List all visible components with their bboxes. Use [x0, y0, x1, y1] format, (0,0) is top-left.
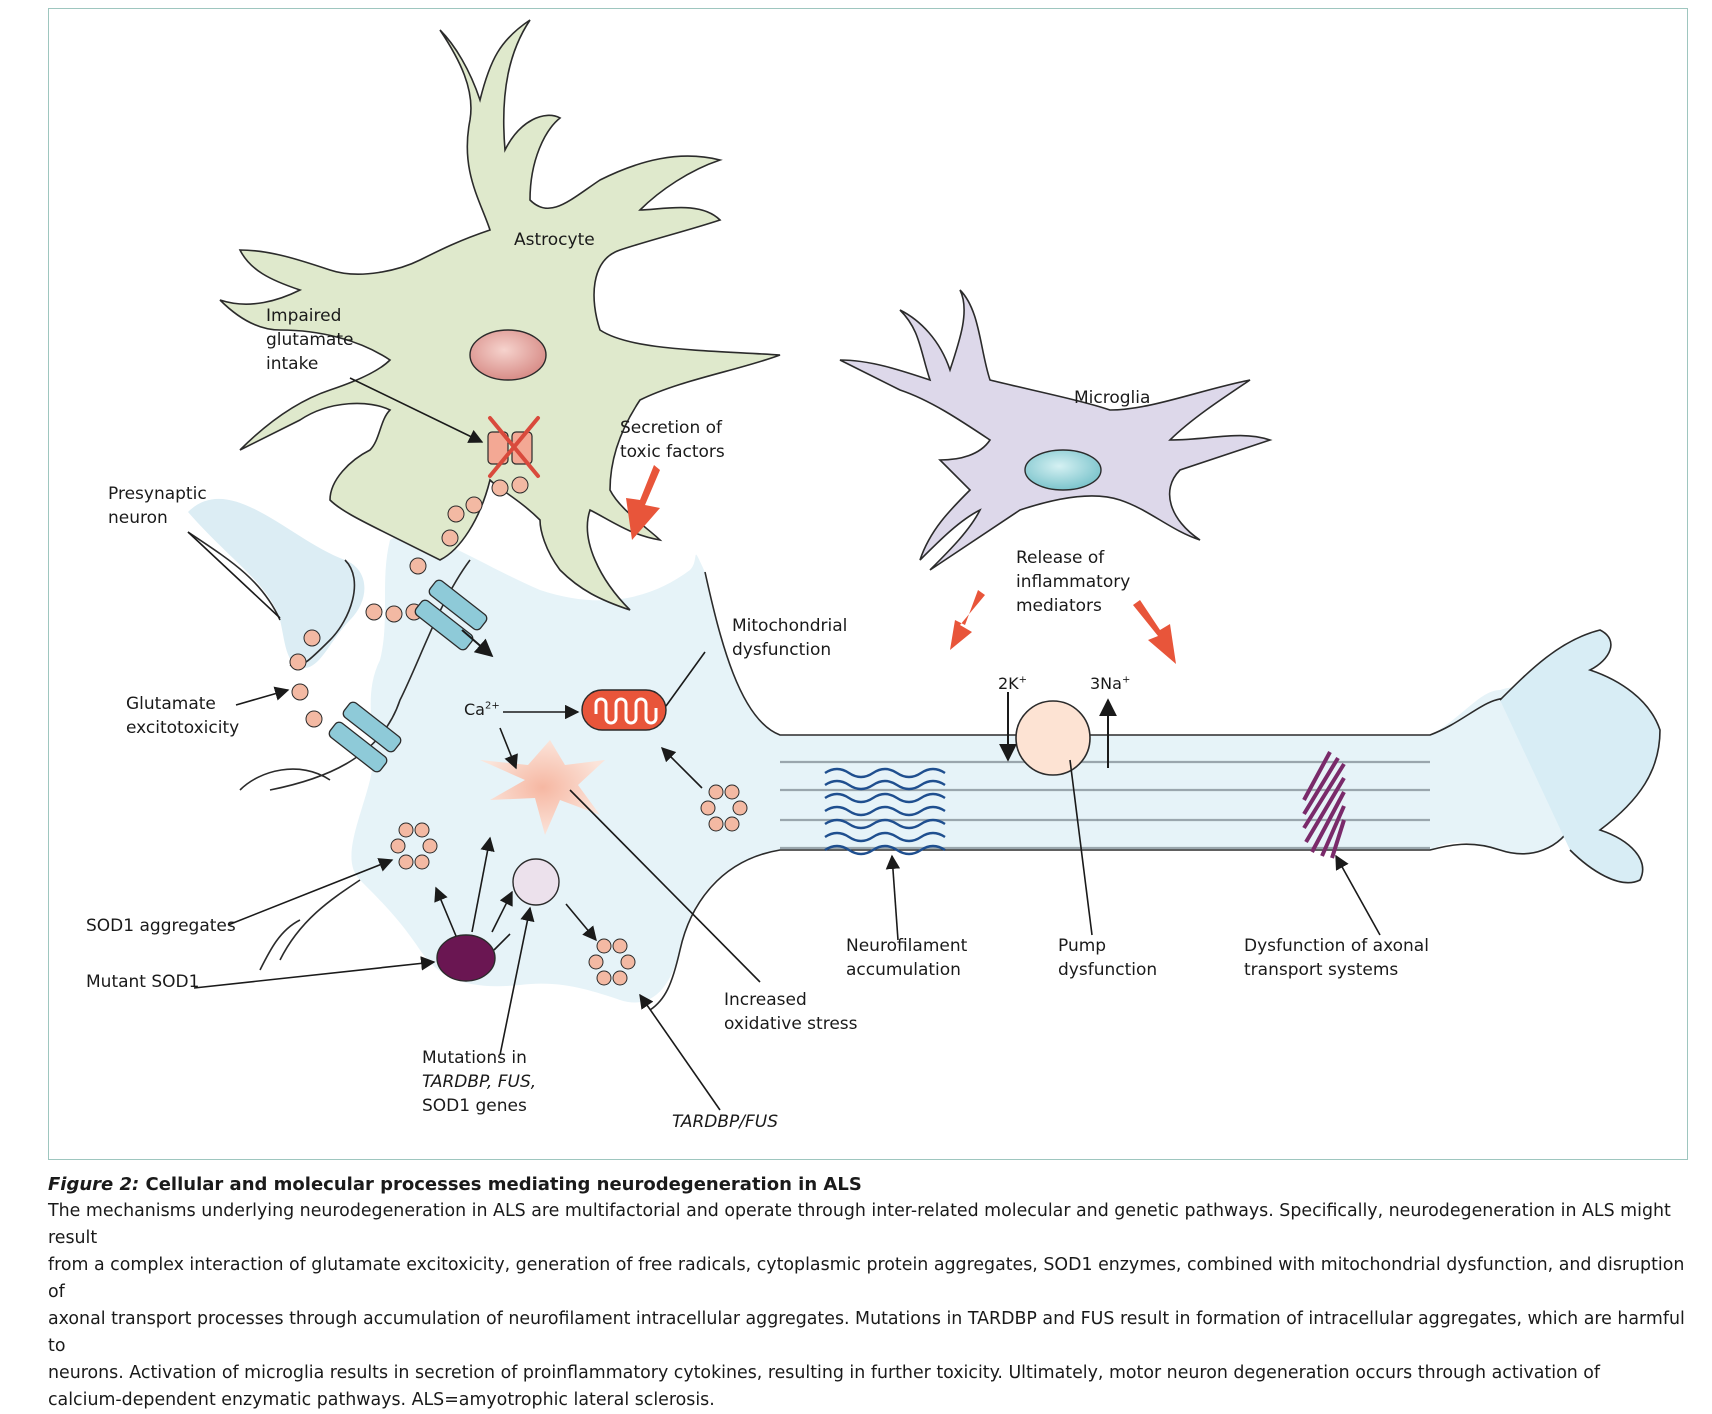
label-pump: Pump dysfunction	[1058, 934, 1157, 982]
arrow-secretion	[626, 465, 660, 540]
mitochondrion-cristae	[594, 697, 658, 725]
receptor-channels	[328, 579, 488, 773]
gene-product	[512, 858, 560, 906]
caption-line: from a complex interaction of glutamate …	[48, 1255, 1685, 1302]
label-release-line3: mediators	[1016, 596, 1102, 616]
mutant-sod1	[436, 934, 496, 982]
label-secretion: Secretion of toxic factors	[620, 416, 725, 464]
label-secretion-line2: toxic factors	[620, 442, 725, 462]
label-tardbp-fus: TARDBP/FUS	[672, 1112, 779, 1132]
label-microglia: Microglia	[1074, 388, 1151, 408]
label-impaired-line1: Impaired	[266, 306, 342, 326]
label-oxidative: Increased oxidative stress	[724, 988, 858, 1036]
neuron-body	[351, 534, 1596, 1003]
aggregate-right	[700, 784, 748, 832]
label-glutamate-excitotoxicity: Glutamate excitotoxicity	[126, 692, 239, 740]
label-sod1-aggregates: SOD1 aggregates	[86, 916, 236, 936]
label-impaired-glutamate: Impaired glutamate intake	[266, 304, 353, 376]
pump	[1015, 700, 1091, 776]
label-potassium: 2K+	[998, 672, 1027, 696]
aggregate-tardbp	[588, 938, 636, 986]
label-mutant-sod1: Mutant SOD1	[86, 972, 200, 992]
label-mito-line1: Mitochondrial	[732, 616, 848, 636]
label-calcium: Ca2+	[464, 698, 500, 722]
label-nf-line2: accumulation	[846, 960, 961, 980]
caption-line: calcium-dependent enzymatic pathways. AL…	[48, 1390, 715, 1410]
neurofilament-aggregate	[824, 767, 946, 856]
caption-figure-number: Figure 2:	[48, 1174, 140, 1195]
caption-title-text: Cellular and molecular processes mediati…	[139, 1174, 862, 1195]
label-presynaptic-line1: Presynaptic	[108, 484, 207, 504]
caption-line: The mechanisms underlying neurodegenerat…	[48, 1201, 1671, 1248]
diagram	[187, 19, 1661, 1111]
caption-title: Figure 2: Cellular and molecular process…	[48, 1172, 1688, 1198]
arrow-inflammatory-right	[1133, 600, 1176, 664]
label-axonal-line1: Dysfunction of axonal	[1244, 936, 1429, 956]
label-excito-line1: Glutamate	[126, 694, 216, 714]
label-excito-line2: excitotoxicity	[126, 718, 240, 738]
presynaptic-neuron	[188, 498, 365, 669]
label-mitochondrial: Mitochondrial dysfunction	[732, 614, 847, 662]
label-ca-sup: 2+	[484, 700, 500, 712]
arrow-inflammatory-left	[950, 590, 985, 650]
label-release: Release of inflammatory mediators	[1016, 546, 1130, 618]
label-k-base: 2K	[998, 674, 1019, 693]
label-mutations: Mutations in TARDBP, FUS, SOD1 genes	[422, 1046, 536, 1118]
glutamate-dots	[289, 476, 529, 728]
figure-caption: Figure 2: Cellular and molecular process…	[48, 1172, 1688, 1414]
label-presynaptic-line2: neuron	[108, 508, 168, 528]
astrocyte-nucleus	[469, 329, 547, 381]
microglia-nucleus	[1024, 449, 1102, 491]
label-sodium: 3Na+	[1090, 672, 1130, 696]
label-mito-line2: dysfunction	[732, 640, 832, 660]
pointer-arrows	[187, 377, 1381, 1111]
label-pump-line1: Pump	[1058, 936, 1107, 956]
astrocyte	[219, 19, 781, 611]
neuron-dendrite-left	[239, 559, 471, 971]
label-neurofilament: Neurofilament accumulation	[846, 934, 967, 982]
label-ca-base: Ca	[464, 700, 485, 719]
red-arrows	[626, 465, 1176, 664]
axonal-transport-hatch	[1302, 751, 1346, 859]
label-mutations-line3: SOD1 genes	[422, 1096, 527, 1116]
label-astrocyte: Astrocyte	[514, 230, 595, 250]
label-axonal-line2: transport systems	[1244, 960, 1399, 980]
label-na-base: 3Na	[1090, 674, 1122, 693]
label-impaired-line2: glutamate	[266, 330, 354, 350]
label-presynaptic: Presynaptic neuron	[108, 482, 207, 530]
label-secretion-line1: Secretion of	[620, 418, 723, 438]
label-release-line1: Release of	[1016, 548, 1105, 568]
label-ox-line1: Increased	[724, 990, 807, 1010]
label-pump-line2: dysfunction	[1058, 960, 1158, 980]
microglia	[839, 289, 1273, 571]
caption-line: axonal transport processes through accum…	[48, 1309, 1685, 1356]
cross-icon	[488, 416, 540, 478]
label-nf-line1: Neurofilament	[846, 936, 968, 956]
axon-terminal	[1499, 629, 1661, 884]
label-mutations-line2: TARDBP, FUS,	[422, 1072, 537, 1092]
label-k-sup: +	[1018, 674, 1028, 686]
label-ox-line2: oxidative stress	[724, 1014, 858, 1034]
label-mutations-line1: Mutations in	[422, 1048, 527, 1068]
aggregate-sod1	[390, 822, 438, 870]
label-impaired-line3: intake	[266, 354, 319, 374]
label-axonal: Dysfunction of axonal transport systems	[1244, 934, 1429, 982]
caption-line: neurons. Activation of microglia results…	[48, 1363, 1601, 1383]
caption-body: The mechanisms underlying neurodegenerat…	[48, 1198, 1688, 1414]
label-release-line2: inflammatory	[1016, 572, 1131, 592]
label-na-sup: +	[1121, 674, 1131, 686]
